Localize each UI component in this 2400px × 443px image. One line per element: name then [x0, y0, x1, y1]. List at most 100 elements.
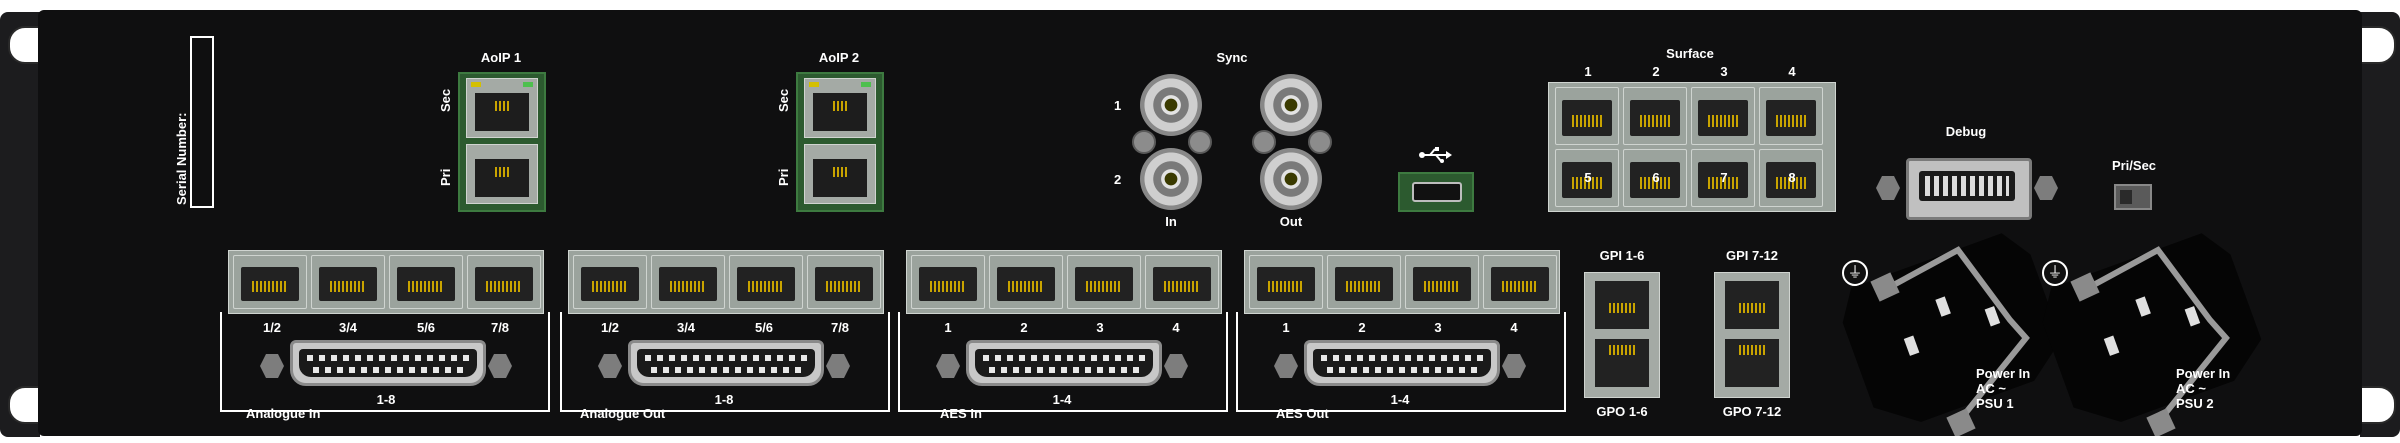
sync-out-2-bnc[interactable] [1260, 148, 1322, 210]
analogue-in-port-3-4[interactable] [311, 255, 385, 309]
aes-out-port-2[interactable] [1327, 255, 1401, 309]
dsub-label: 1-4 [1052, 392, 1072, 407]
psu2-label: Power In AC ~ PSU 2 [2176, 366, 2231, 411]
aoip1-pri-port[interactable] [466, 144, 538, 204]
sync-in-2-bnc[interactable] [1140, 148, 1202, 210]
dsub-screw [1502, 354, 1526, 378]
surface-port-4[interactable] [1759, 87, 1823, 145]
port-cavity [475, 93, 529, 131]
port-label: 7/8 [490, 320, 510, 335]
dsub-screw [936, 354, 960, 378]
led-indicator [523, 82, 533, 87]
gpo-cavity [1595, 339, 1649, 387]
psu1-retention-clip [1870, 246, 2030, 436]
surface-port-label: 2 [1652, 64, 1660, 79]
analogue-out-dsub[interactable] [628, 340, 824, 386]
analogue-out-port-block [568, 250, 884, 314]
aoip1-title: AoIP 1 [480, 50, 522, 65]
sync-in-label: In [1165, 214, 1177, 229]
aes-in-port-1[interactable] [911, 255, 985, 309]
analogue-in-port-7-8[interactable] [467, 255, 541, 309]
prisec-title: Pri/Sec [2111, 158, 2157, 173]
aoip2-sec-label: Sec [776, 88, 791, 112]
port-label: 1/2 [262, 320, 282, 335]
usb-port[interactable] [1398, 172, 1474, 212]
aes-out-port-block [1244, 250, 1560, 314]
debug-screw [1876, 176, 1900, 200]
psu2-retention-clip [2070, 246, 2230, 436]
analogue-out-port-1-2[interactable] [573, 255, 647, 309]
dvi-cavity [1919, 171, 2015, 201]
usb-icon [1419, 147, 1452, 163]
aes-in-dsub[interactable] [966, 340, 1162, 386]
port-label: 5/6 [754, 320, 774, 335]
port-label: 3 [1096, 320, 1104, 335]
aes-out-port-1[interactable] [1249, 255, 1323, 309]
dsub-screw [260, 354, 284, 378]
psu1-label: Power In AC ~ PSU 1 [1976, 366, 2031, 411]
analogue-in-title: Analogue In [246, 406, 321, 421]
surface-port-1[interactable] [1555, 87, 1619, 145]
debug-screw [2034, 176, 2058, 200]
debug-title: Debug [1945, 124, 1987, 139]
port-label: 3 [1434, 320, 1442, 335]
aes-out-port-4[interactable] [1483, 255, 1557, 309]
ground-icon: ⏚ [2042, 260, 2068, 286]
dsub-screw [488, 354, 512, 378]
led-indicator [809, 82, 819, 87]
surface-port-8[interactable] [1759, 149, 1823, 207]
port-pins [495, 167, 509, 177]
surface-port-6[interactable] [1623, 149, 1687, 207]
aes-in-title: AES In [940, 406, 982, 421]
analogue-in-dsub[interactable] [290, 340, 486, 386]
port-pins [495, 101, 509, 111]
port-cavity [813, 159, 867, 197]
port-cavity [813, 93, 867, 131]
sync-in-1-bnc[interactable] [1140, 74, 1202, 136]
aoip1-sec-port[interactable] [466, 78, 538, 138]
gpio-1-6-port[interactable] [1584, 272, 1660, 398]
aes-in-port-4[interactable] [1145, 255, 1219, 309]
sync-out-1-bnc[interactable] [1260, 74, 1322, 136]
surface-port-5[interactable] [1555, 149, 1619, 207]
aoip2-module[interactable] [796, 72, 884, 212]
surface-port-7[interactable] [1691, 149, 1755, 207]
analogue-in-bracket [220, 312, 550, 412]
aes-in-port-3[interactable] [1067, 255, 1141, 309]
port-label: 3/4 [676, 320, 696, 335]
aoip1-pri-label: Pri [438, 168, 453, 186]
analogue-out-title: Analogue Out [580, 406, 666, 421]
analogue-out-port-3-4[interactable] [651, 255, 725, 309]
aes-in-bracket [898, 312, 1228, 412]
analogue-out-port-7-8[interactable] [807, 255, 881, 309]
prisec-switch[interactable] [2114, 184, 2152, 210]
aoip2-pri-port[interactable] [804, 144, 876, 204]
surface-port-label: 1 [1584, 64, 1592, 79]
analogue-in-port-1-2[interactable] [233, 255, 307, 309]
surface-port-label: 5 [1584, 170, 1592, 185]
port-label: 4 [1172, 320, 1180, 335]
aoip1-module[interactable] [458, 72, 546, 212]
aoip2-sec-port[interactable] [804, 78, 876, 138]
surface-port-2[interactable] [1623, 87, 1687, 145]
dsub-screw [1274, 354, 1298, 378]
analogue-in-port-5-6[interactable] [389, 255, 463, 309]
gpo-1-6-label: GPO 1-6 [1596, 404, 1648, 419]
aes-out-port-3[interactable] [1405, 255, 1479, 309]
debug-dvi-port[interactable] [1906, 158, 2032, 220]
aes-out-dsub[interactable] [1304, 340, 1500, 386]
gpio-7-12-port[interactable] [1714, 272, 1790, 398]
dsub-screw [1164, 354, 1188, 378]
aes-out-bracket [1236, 312, 1566, 412]
serial-number-box [190, 36, 214, 208]
analogue-out-port-5-6[interactable] [729, 255, 803, 309]
dsub-screw [826, 354, 850, 378]
surface-title: Surface [1666, 46, 1714, 61]
switch-toggle [2120, 190, 2132, 204]
surface-port-label: 4 [1788, 64, 1796, 79]
dsub-label: 1-4 [1390, 392, 1410, 407]
aes-in-port-2[interactable] [989, 255, 1063, 309]
surface-port-3[interactable] [1691, 87, 1755, 145]
surface-port-label: 8 [1788, 170, 1796, 185]
dvi-pins [1925, 176, 2009, 196]
